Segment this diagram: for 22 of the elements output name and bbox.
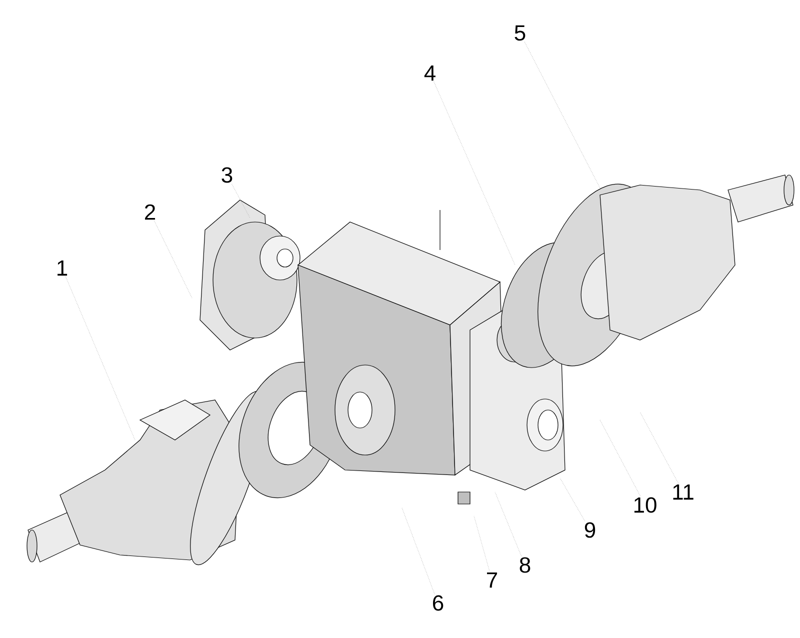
callout-number: 3: [222, 167, 232, 183]
callout-number: 1: [58, 260, 68, 276]
callout-number: 4: [424, 65, 436, 81]
callout-number: 2: [145, 204, 156, 220]
callout-number: 7: [487, 572, 498, 588]
callout-number: 10: [634, 497, 656, 513]
callout-number: 11: [673, 484, 694, 500]
callout-number: 6: [433, 595, 444, 611]
leader-line: [434, 82, 516, 266]
leader-line: [232, 184, 250, 218]
leader-line: [402, 508, 435, 594]
leader-line: [640, 412, 679, 484]
leader-line: [65, 276, 136, 440]
leader-line: [600, 420, 640, 496]
leader-line: [494, 492, 522, 556]
leader-line: [524, 42, 600, 188]
leader-line: [154, 220, 192, 298]
callout-number: 9: [584, 522, 596, 538]
leader-line: [474, 516, 490, 572]
callout-number: 5: [514, 25, 526, 41]
callout-number: 8: [520, 557, 530, 573]
leader-line: [560, 478, 586, 522]
